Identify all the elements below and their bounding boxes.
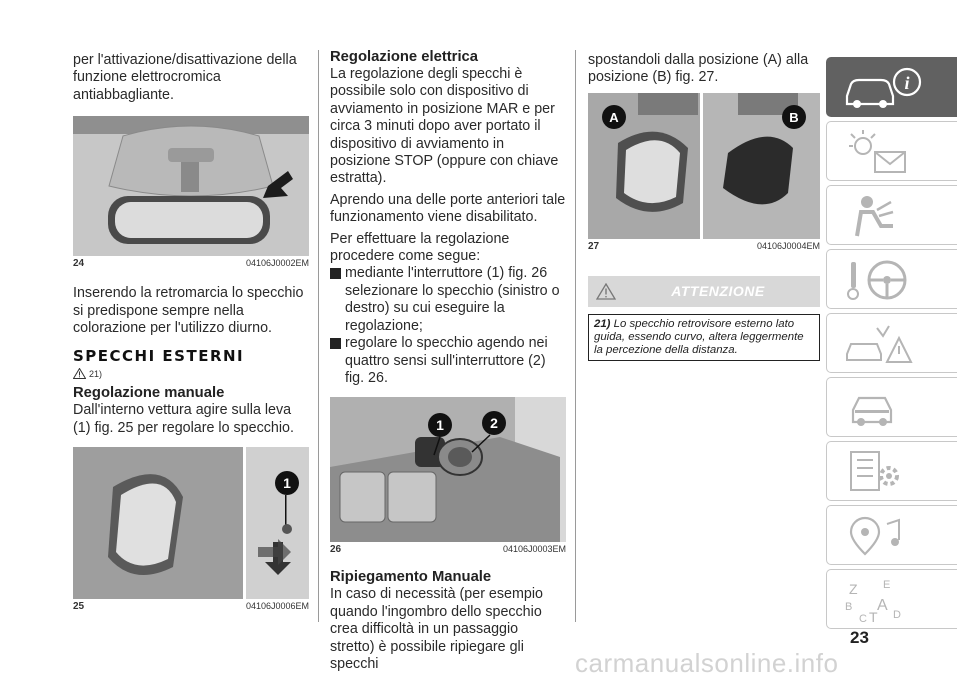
warning-number: 21) <box>594 317 611 330</box>
figure-code: 04106J0003EM <box>502 544 566 555</box>
callout-1: 1 <box>436 417 444 433</box>
svg-text:D: D <box>893 609 901 621</box>
figure-number: 26 <box>330 544 342 556</box>
reverse-gear-text: Inserendo la retromarcia lo specchio si … <box>73 285 304 337</box>
warning-triangle-icon <box>73 368 86 380</box>
multimedia-icon <box>849 516 900 556</box>
warning-triangle-icon <box>596 282 616 300</box>
figure-27-caption: 27 04106J0004EM <box>588 241 820 252</box>
lights-message-icon <box>849 130 906 173</box>
bullet-item: regolare lo specchio agendo nei quattro … <box>330 335 566 387</box>
tab-starting-driving[interactable] <box>826 249 957 309</box>
callout-2: 2 <box>490 415 498 431</box>
tab-technical-data[interactable] <box>826 441 957 501</box>
figure-25-caption: 25 04106J0006EM <box>73 601 309 612</box>
callout-1: 1 <box>283 475 291 491</box>
callout-a: A <box>609 110 619 125</box>
column-2: Regolazione elettrica La regolazione deg… <box>330 49 566 673</box>
fold-title: Ripiegamento Manuale <box>330 569 492 586</box>
bullet-text: regolare lo specchio agendo nei quattro … <box>345 335 548 386</box>
procedure-text: Per effettuare la regolazione procedere … <box>330 230 510 265</box>
manual-adjust-text: Dall'interno vettura agire sulla leva (1… <box>73 402 294 436</box>
svg-text:A: A <box>877 597 888 614</box>
bullet-item: mediante l'interruttore (1) fig. 26 sele… <box>330 265 566 335</box>
figure-code: 04106J0006EM <box>245 601 309 612</box>
section-title: SPECCHI ESTERNI <box>73 347 245 366</box>
car-info-icon: i <box>845 67 922 108</box>
door-disable-text: Aprendo una delle porte anteriori tale f… <box>330 191 566 226</box>
manual-adjust-title: Regolazione manuale <box>73 385 225 402</box>
warning-reference: 21) <box>73 368 309 380</box>
mirror-switch-illustration: 1 2 <box>330 397 566 543</box>
reference-number: 21) <box>89 368 103 379</box>
figure-number: 27 <box>588 240 600 252</box>
bullet-square-icon <box>330 338 341 350</box>
svg-text:Z: Z <box>849 581 858 597</box>
fold-text: In caso di necessità (per esempio quando… <box>330 586 543 672</box>
accident-icon <box>846 325 913 363</box>
warning-header: ATTENZIONE <box>588 275 820 307</box>
svg-text:i: i <box>904 73 909 93</box>
svg-text:B: B <box>845 601 852 613</box>
airbag-person-icon <box>855 196 894 237</box>
figure-24-caption: 24 04106J0002EM <box>73 258 309 269</box>
figure-26-caption: 26 04106J0003EM <box>330 544 566 555</box>
svg-text:T: T <box>869 609 878 625</box>
warning-box: 21) Lo specchio retrovisore esterno lato… <box>588 313 820 361</box>
mirror-folding-illustration: A B <box>588 92 820 239</box>
car-service-icon <box>851 396 893 426</box>
warning-text: Lo specchio retrovisore esterno lato gui… <box>594 317 804 356</box>
figure-number: 25 <box>73 601 85 613</box>
steering-key-icon <box>847 260 907 300</box>
tab-safety[interactable] <box>826 185 957 245</box>
tab-index[interactable]: Z E B A C D T <box>826 569 957 629</box>
index-alphabet-icon: Z E B A C D T <box>845 579 901 625</box>
svg-text:C: C <box>859 613 867 625</box>
bullet-square-icon <box>330 268 341 280</box>
figure-code: 04106J0004EM <box>756 240 820 251</box>
electric-adjust-title: Regolazione elettrica <box>330 49 479 65</box>
intro-text: per l'attivazione/disattivazione della f… <box>73 52 297 103</box>
bullet-text: mediante l'interruttore (1) fig. 26 sele… <box>345 265 560 334</box>
rearview-mirror-illustration <box>73 116 309 257</box>
electric-adjust-text: La regolazione degli specchi è possibile… <box>330 66 559 187</box>
column-3: spostandoli dalla posizione (A) alla pos… <box>588 52 820 361</box>
door-mirror-lever-illustration: 1 <box>73 447 309 600</box>
page-number: 23 <box>850 628 869 647</box>
tab-car-info[interactable]: i <box>826 57 957 117</box>
figure-27-mirror-folding: A B <box>588 92 820 239</box>
tab-emergency[interactable] <box>826 313 957 373</box>
tab-lights-messages[interactable] <box>826 121 957 181</box>
callout-b: B <box>789 110 798 125</box>
chapter-tabs: i <box>826 57 957 633</box>
fold-position-text: spostandoli dalla posizione (A) alla pos… <box>588 52 809 86</box>
tab-service[interactable] <box>826 377 957 437</box>
warning-title: ATTENZIONE <box>671 283 765 300</box>
watermark: carmanualsonline.info <box>575 648 839 678</box>
figure-26-electric-switch: 1 2 <box>330 397 566 543</box>
column-1: per l'attivazione/disattivazione della f… <box>73 52 309 612</box>
specs-gear-icon <box>850 451 899 491</box>
figure-code: 04106J0002EM <box>245 258 309 269</box>
figure-24-rearview-mirror <box>73 116 309 257</box>
svg-text:E: E <box>883 579 890 591</box>
figure-25-manual-lever: 1 <box>73 447 309 600</box>
column-divider <box>318 50 319 622</box>
figure-number: 24 <box>73 258 85 270</box>
tab-multimedia[interactable] <box>826 505 957 565</box>
column-divider <box>575 50 576 622</box>
